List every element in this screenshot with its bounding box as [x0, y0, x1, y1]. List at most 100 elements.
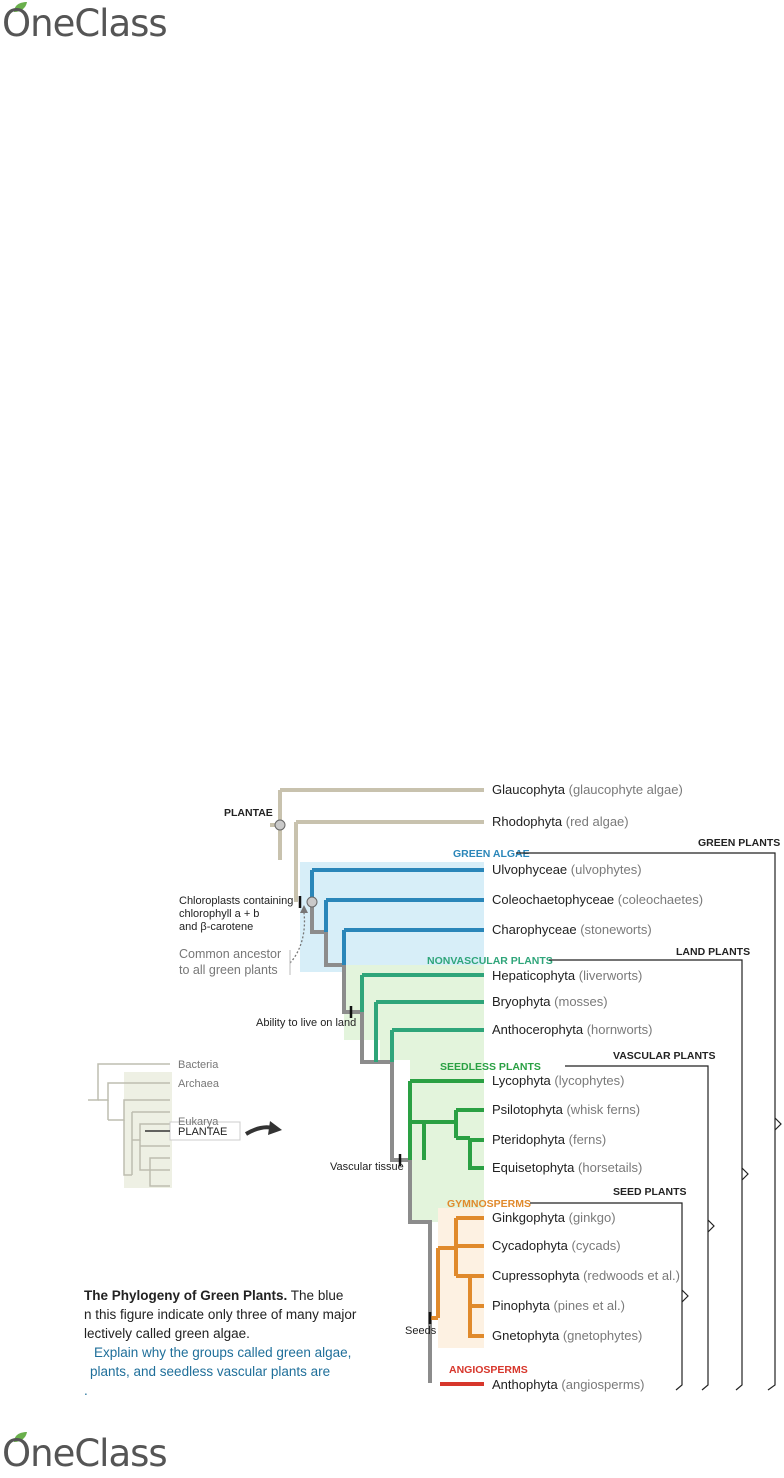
ancestor-annotation-2: to all green plants [179, 963, 278, 977]
ancestor-annotation: Common ancestor to all green plants [179, 947, 281, 977]
leaf-icon [14, 2, 27, 12]
taxon-common: (mosses) [554, 994, 607, 1009]
taxon-name: Cupressophyta [492, 1268, 580, 1283]
taxon-common: (lycophytes) [554, 1073, 624, 1088]
taxon-common: (whisk ferns) [566, 1102, 640, 1117]
plantae-label: PLANTAE [224, 807, 273, 819]
inset-arrowhead [268, 1121, 282, 1135]
taxon-common: (ginkgo) [569, 1210, 616, 1225]
taxon-name: Cycadophyta [492, 1238, 569, 1253]
angiosperms-label: ANGIOSPERMS [449, 1364, 528, 1376]
green-algae-fill [300, 862, 484, 972]
caption-line3: lectively called green algae. [84, 1326, 250, 1341]
oneclass-logo-top[interactable]: OneClass [0, 0, 190, 48]
svg-text:Charophyceae (stoneworts): Charophyceae (stoneworts) [492, 922, 652, 937]
green-algae-label: GREEN ALGAE [453, 848, 530, 860]
taxon-common: (cycads) [572, 1238, 621, 1253]
taxon-name: Glaucophyta [492, 782, 566, 797]
taxon-common: (glaucophyte algae) [569, 782, 683, 797]
taxon-name: Hepaticophyta [492, 968, 576, 983]
taxon-name: Lycophyta [492, 1073, 552, 1088]
bracket-lines [516, 852, 776, 1391]
taxon-common: (coleochaetes) [618, 892, 703, 907]
inset-arrow [244, 1125, 273, 1136]
svg-text:Coleochaetophyceae (coleochaet: Coleochaetophyceae (coleochaetes) [492, 892, 703, 907]
taxon-common: (redwoods et al.) [583, 1268, 680, 1283]
taxon-name: Pteridophyta [492, 1132, 566, 1147]
annotations: Chloroplasts containing chlorophyll a + … [179, 895, 437, 1337]
figure-caption: The Phylogeny of Green Plants. The blue … [84, 1286, 374, 1400]
taxon-common: (red algae) [566, 814, 629, 829]
seedless-branches [408, 1079, 484, 1170]
chloroplast-annotation-2: chlorophyll a + b [179, 908, 259, 920]
taxon-common: (ferns) [569, 1132, 607, 1147]
taxon-name: Gnetophyta [492, 1328, 560, 1343]
svg-text:Cupressophyta (redwoods et al.: Cupressophyta (redwoods et al.) [492, 1268, 680, 1283]
taxon-common: (liverworts) [579, 968, 643, 983]
inset-eukarya-label: Eukarya [178, 1116, 219, 1128]
taxon-common: (stoneworts) [580, 922, 652, 937]
caption-line2: n this figure indicate only three of man… [84, 1307, 357, 1322]
oneclass-logo-bottom[interactable]: OneClass [0, 1430, 190, 1478]
green-algae-branches [310, 868, 484, 965]
taxon-name: Ulvophyceae [492, 862, 567, 877]
bracket-labels: GREEN PLANTS LAND PLANTS VASCULAR PLANTS… [613, 837, 780, 1198]
inset-tree: Bacteria Archaea Eukarya PLANTAE [88, 1059, 282, 1188]
seedless-label: SEEDLESS PLANTS [440, 1061, 541, 1073]
taxon-common: (ulvophytes) [571, 862, 642, 877]
chloroplast-annotation-1: Chloroplasts containing [179, 895, 293, 907]
nonvascular-label: NONVASCULAR PLANTS [427, 955, 553, 967]
taxon-name: Psilotophyta [492, 1102, 564, 1117]
seed-plants-label: SEED PLANTS [613, 1186, 687, 1198]
taxon-name: Ginkgophyta [492, 1210, 566, 1225]
taxon-name: Pinophyta [492, 1298, 551, 1313]
svg-text:Lycophyta (lycophytes): Lycophyta (lycophytes) [492, 1073, 624, 1088]
taxon-name: Charophyceae [492, 922, 577, 937]
ancestor-arrow [289, 912, 306, 964]
svg-text:Ulvophyceae (ulvophytes): Ulvophyceae (ulvophytes) [492, 862, 642, 877]
svg-text:Pinophyta (pines et al.): Pinophyta (pines et al.) [492, 1298, 625, 1313]
svg-text:Bryophyta (mosses): Bryophyta (mosses) [492, 994, 608, 1009]
svg-text:Equisetophyta (horsetails): Equisetophyta (horsetails) [492, 1160, 642, 1175]
svg-text:Rhodophyta (red algae): Rhodophyta (red algae) [492, 814, 629, 829]
logo-wordmark: OneClass [2, 2, 168, 45]
ancestor-annotation-1: Common ancestor [179, 947, 281, 961]
taxon-name: Equisetophyta [492, 1160, 575, 1175]
taxon-name: Coleochaetophyceae [492, 892, 614, 907]
chloroplast-annotation-3: and β-carotene [179, 921, 253, 933]
taxon-name: Bryophyta [492, 994, 551, 1009]
caption-question-2: plants, and seedless vascular plants are [90, 1364, 331, 1379]
leaf-icon [14, 1432, 27, 1442]
svg-text:Ginkgophyta (ginkgo): Ginkgophyta (ginkgo) [492, 1210, 616, 1225]
taxon-common: (pines et al.) [553, 1298, 625, 1313]
vascular-annotation: Vascular tissue [330, 1161, 404, 1173]
inset-bacteria-label: Bacteria [178, 1059, 219, 1071]
taxon-common: (gnetophytes) [563, 1328, 643, 1343]
land-plants-label: LAND PLANTS [676, 946, 750, 958]
caption-line1-rest: The blue [287, 1288, 344, 1303]
gymnosperms-label: GYMNOSPERMS [447, 1198, 531, 1210]
taxa-labels: Glaucophyta (glaucophyte algae) Rhodophy… [492, 782, 703, 1392]
inset-plantae-label: PLANTAE [178, 1126, 227, 1138]
green-plants-node [306, 896, 318, 908]
logo-wordmark: OneClass [2, 1432, 168, 1475]
seeds-annotation: Seeds [405, 1325, 437, 1337]
svg-text:Glaucophyta (glaucophyte algae: Glaucophyta (glaucophyte algae) [492, 782, 683, 797]
green-plants-label: GREEN PLANTS [698, 837, 780, 849]
gymnosperm-branches [430, 1216, 484, 1338]
svg-text:Anthophyta (angiosperms): Anthophyta (angiosperms) [492, 1377, 645, 1392]
taxon-common: (hornworts) [587, 1022, 653, 1037]
svg-text:Gnetophyta (gnetophytes): Gnetophyta (gnetophytes) [492, 1328, 642, 1343]
group-labels: PLANTAE GREEN ALGAE NONVASCULAR PLANTS S… [224, 807, 553, 1376]
svg-text:Anthocerophyta (hornworts): Anthocerophyta (hornworts) [492, 1022, 652, 1037]
bracket-braces [681, 1117, 782, 1303]
taxon-common: (angiosperms) [561, 1377, 644, 1392]
nonvascular-branches [360, 973, 484, 1062]
inset-archaea-label: Archaea [178, 1078, 220, 1090]
svg-text:Cycadophyta (cycads): Cycadophyta (cycads) [492, 1238, 621, 1253]
svg-text:Pteridophyta (ferns): Pteridophyta (ferns) [492, 1132, 606, 1147]
ancestor-arrowhead [300, 905, 308, 913]
taxon-name: Anthocerophyta [492, 1022, 584, 1037]
svg-text:Hepaticophyta (liverworts): Hepaticophyta (liverworts) [492, 968, 642, 983]
